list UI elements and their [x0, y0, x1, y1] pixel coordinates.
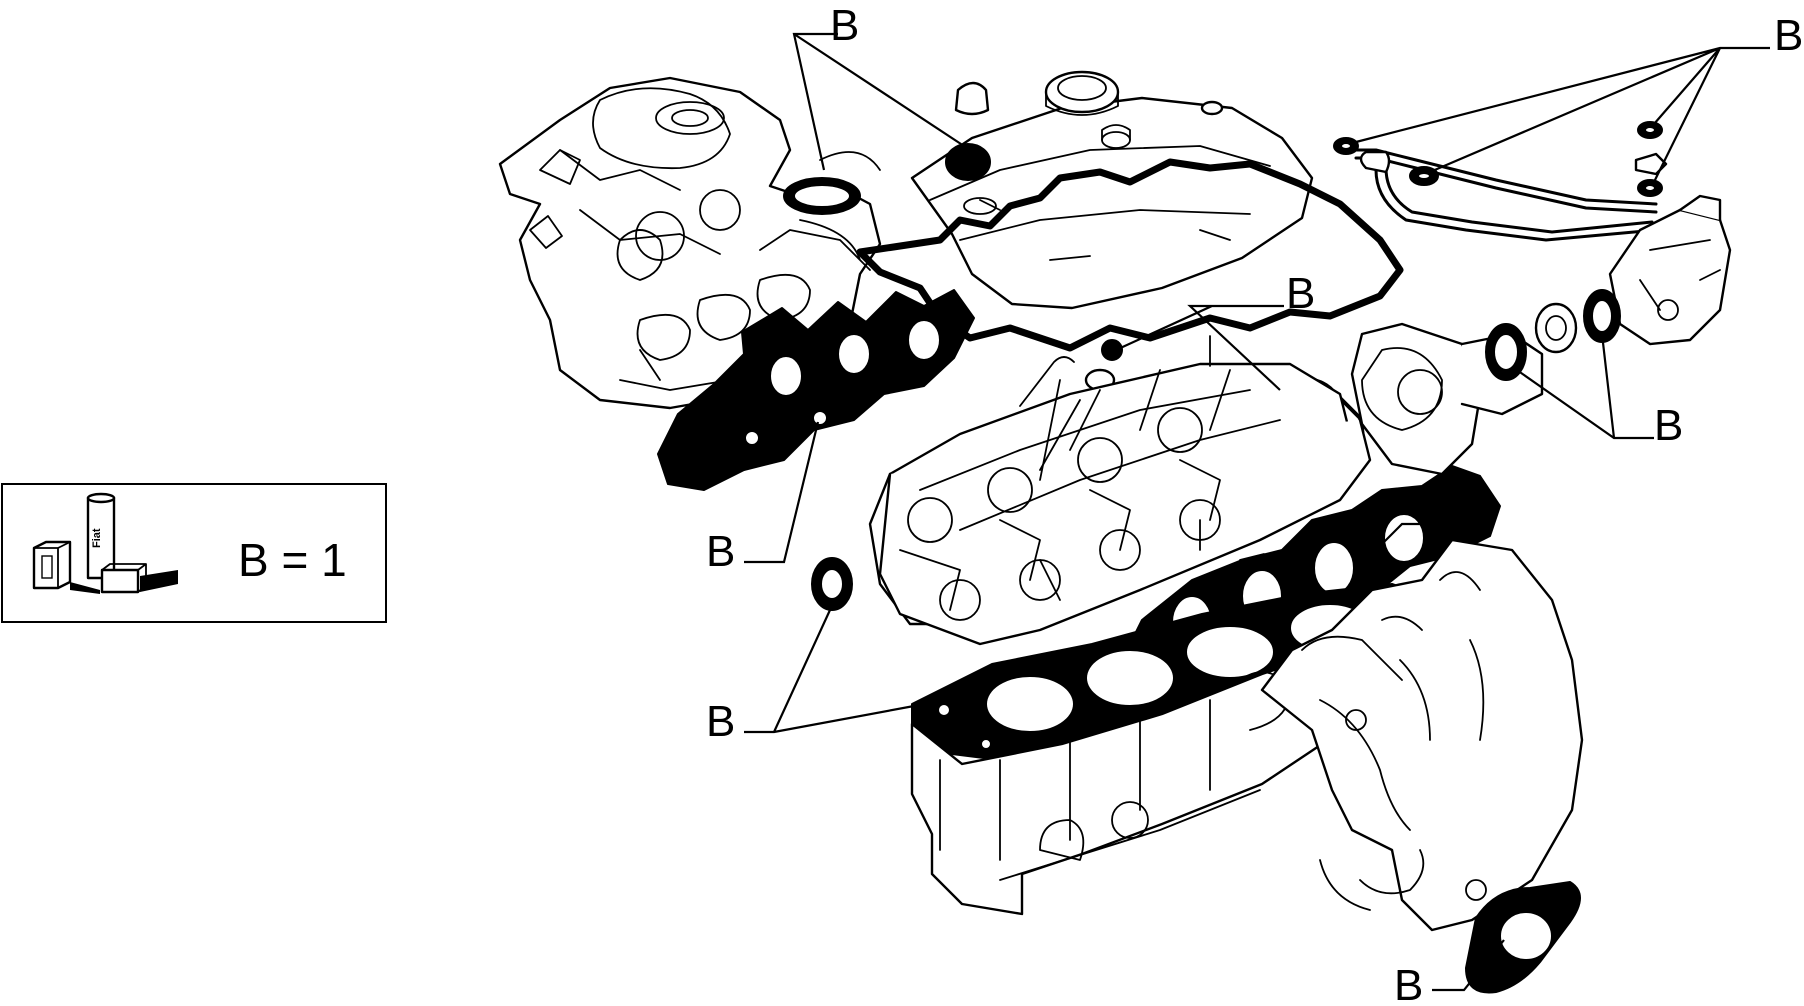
breather-cap — [954, 81, 990, 116]
exhaust-manifold — [1260, 538, 1584, 932]
plug-seal — [945, 143, 991, 181]
callout-intake-gasket: B — [706, 421, 820, 576]
svg-text:B: B — [706, 697, 735, 746]
fuel-pipes — [1354, 148, 1668, 242]
svg-text:B: B — [1394, 961, 1423, 1006]
exhaust-flange-gasket — [1465, 881, 1581, 994]
engine-block — [910, 652, 1344, 916]
svg-text:Fiat: Fiat — [91, 528, 103, 548]
cylinder-head — [868, 335, 1372, 646]
svg-text:B: B — [1654, 401, 1683, 450]
fuel-pump — [1608, 194, 1732, 346]
water-pump-seals — [1485, 289, 1621, 381]
sealant-kit-icon: Fiat — [32, 492, 178, 594]
callout-exhaust-flange: B — [1394, 939, 1505, 1006]
callout-head-gasket: B — [706, 609, 915, 746]
valve-cover — [910, 70, 1314, 310]
head-gasket — [911, 583, 1453, 765]
legend-text: B = 1 — [238, 534, 347, 586]
callout-top-right: B — [1355, 11, 1803, 183]
legend-box: Fiat B = 1 — [1, 483, 387, 623]
carburetor-ring-gasket — [783, 177, 861, 215]
intake-manifold-gasket — [657, 289, 975, 491]
svg-text:B: B — [1286, 269, 1315, 318]
valve-stem-seal — [1101, 339, 1123, 361]
valve-cover-gasket — [856, 158, 1404, 352]
camshaft-seal — [811, 557, 853, 611]
svg-text:B: B — [706, 527, 735, 576]
callout-water-pump-seals: B — [1513, 333, 1683, 450]
svg-text:B: B — [1774, 11, 1803, 60]
callout-top-center: B — [792, 1, 965, 171]
callout-exhaust-gasket: B — [1371, 487, 1481, 555]
svg-text:B: B — [830, 1, 859, 50]
callout-valve-cover-right: B — [1115, 269, 1315, 391]
svg-text:B: B — [1452, 487, 1481, 536]
